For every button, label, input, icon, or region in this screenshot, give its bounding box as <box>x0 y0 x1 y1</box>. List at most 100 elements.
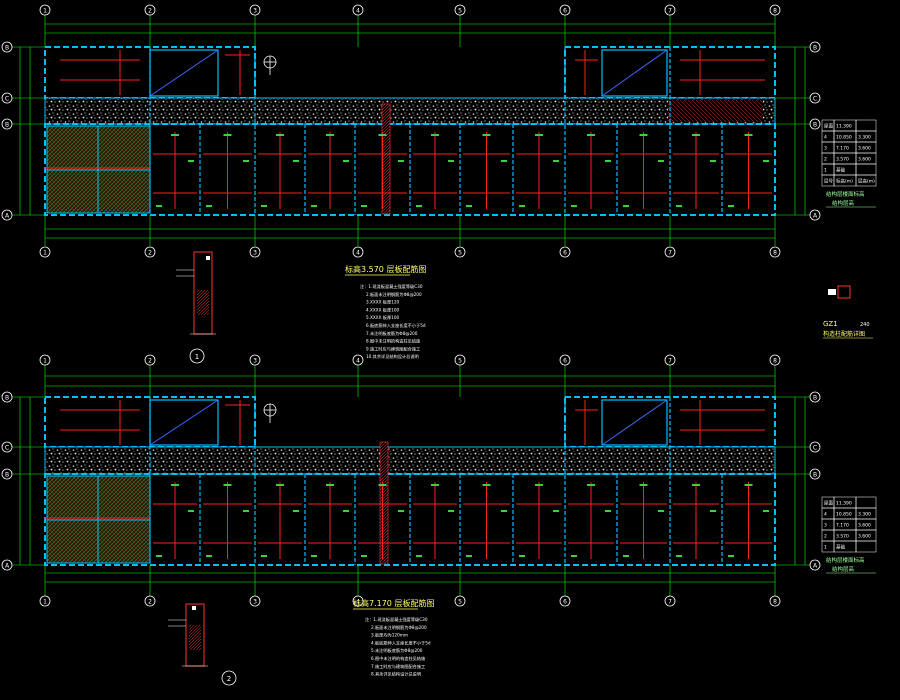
plan1-bottom-axis-label: 3 <box>253 250 257 257</box>
plan1-bottom-axis-label: 6 <box>563 250 567 257</box>
level-table-1-cell: 3.570 <box>836 157 849 163</box>
plan1-left-axis-bubble <box>1 118 13 130</box>
plan2-right-axis-label: B <box>813 472 817 479</box>
level-table-1-cell: 标高(m) <box>836 178 853 185</box>
level-table-2-cell: 1 <box>824 545 827 551</box>
plan2-right-axis-label: A <box>813 563 818 570</box>
plan1-left-axis-bubble <box>1 209 13 221</box>
level-table-1-cell: 7.170 <box>836 146 849 152</box>
level-table-1-subtitle: 结构层高 <box>832 199 855 207</box>
plan2-left-axis-bubble <box>1 468 13 480</box>
plan1-left-axis-label: B <box>5 122 9 129</box>
plan2-left-axis-label: B <box>5 395 9 402</box>
plan1-top-axis-label: 2 <box>148 8 152 15</box>
plan2-note-line: 6.图中未注明的构造柱见结施 <box>371 655 426 662</box>
plan2-right-axis-bubble <box>809 391 821 403</box>
plan1-bottom-axis-label: 2 <box>148 250 152 257</box>
plan1-note-line: 4.XXXX 板厚100 <box>366 306 400 313</box>
plan1-top-axis-label: 6 <box>563 8 567 15</box>
level-table-2-cell: 11.390 <box>836 501 852 507</box>
level-table-2-cell: 7.170 <box>836 523 849 529</box>
plan1-right-axis-label: C <box>813 96 817 103</box>
level-table-2-cell: 3.300 <box>858 512 871 518</box>
plan1-top-axis-label: 5 <box>458 8 462 15</box>
plan1-bottom-axis-bubble <box>249 246 261 258</box>
plan1-note-line: 9.施工时应与建筑图配合施工 <box>366 345 420 352</box>
plan1-note-line: 10.其余详见结构设计总说明 <box>366 353 419 360</box>
plan1-bottom-axis-bubble <box>144 246 156 258</box>
plan2-left-axis-bubble <box>1 391 13 403</box>
plan1-right-axis-label: A <box>813 213 818 220</box>
plan1-bottom-axis-bubble <box>454 246 466 258</box>
plan1-bottom-axis-label: 8 <box>773 250 777 257</box>
level-table-2-cell: 基础 <box>836 544 845 551</box>
level-table-2-cell: 3.600 <box>858 523 871 529</box>
plan2-note-line: 7.施工时应与建筑图配合施工 <box>371 663 425 670</box>
plan2-right-axis-bubble <box>809 441 821 453</box>
plan2-bottom-axis-label: 1 <box>43 599 47 606</box>
plan1-top-axis-bubble <box>39 4 51 16</box>
level-table-1-title: 结构层楼面标高 <box>826 190 865 198</box>
plan1-note-line: 2.板面未注明钢筋为Φ8@200 <box>366 291 422 298</box>
section-id-2: 2 <box>227 675 231 683</box>
plan2-left-axis-label: B <box>5 472 9 479</box>
level-table-2-cell: 3.570 <box>836 534 849 540</box>
plan1-right-axis-bubble <box>809 41 821 53</box>
plan1-bottom-axis-bubble <box>39 246 51 258</box>
plan2-note-line: 8.其余详见结构设计总说明 <box>371 671 421 678</box>
level-table-1-cell: 1 <box>824 168 827 174</box>
plan2-bottom-axis-bubble <box>559 595 571 607</box>
level-table-1-cell: 4 <box>824 135 827 141</box>
plan1-top-axis-label: 4 <box>356 8 360 15</box>
plan2-top-axis-bubble <box>39 354 51 366</box>
plan1-left-axis-bubble <box>1 92 13 104</box>
plan2-top-axis-bubble <box>664 354 676 366</box>
gz-caption: 构造柱配筋详图 <box>823 330 865 338</box>
level-table-1-cell: 基础 <box>836 167 845 174</box>
plan1-left-axis-bubble <box>1 41 13 53</box>
level-table-2-cell: 2 <box>824 534 827 540</box>
gz-label: GZ1 <box>823 320 838 328</box>
plan2-right-axis-bubble <box>809 468 821 480</box>
plan2-note-line: 5.未注明板底筋为Φ8@200 <box>371 647 423 654</box>
plan2-top-axis-label: 8 <box>773 358 777 365</box>
plan2-right-axis-label: B <box>813 395 817 402</box>
plan2-note-line: 注：1.现浇板混凝土强度等级C30 <box>365 616 428 623</box>
plan1-bottom-axis-bubble <box>769 246 781 258</box>
plan2-bottom-axis-label: 8 <box>773 599 777 606</box>
plan2-bottom-axis-label: 4 <box>356 599 360 606</box>
plan2-notes: 注：1.现浇板混凝土强度等级C302.板面未注明钢筋为Φ8@2003.板厚均为1… <box>365 616 431 678</box>
level-table-2-cell: 屋面 <box>824 501 833 507</box>
plan2-note-line: 3.板厚均为120mm <box>371 632 408 639</box>
plan1-bottom-axis-label: 7 <box>668 250 672 257</box>
plan2-top-axis-label: 5 <box>458 358 462 365</box>
plan2-top-axis-bubble <box>352 354 364 366</box>
plan2-bottom-axis-bubble <box>352 595 364 607</box>
plan2-bottom-axis-label: 6 <box>563 599 567 606</box>
plan1-note-line: 8.图中未注明的构造柱见结施 <box>366 338 421 345</box>
level-table-1-cell: 3.300 <box>858 135 871 141</box>
plan2-bottom-axis-bubble <box>39 595 51 607</box>
plan1-notes: 注：1.现浇板混凝土强度等级C302.板面未注明钢筋为Φ8@2003.XXXX … <box>360 283 426 360</box>
level-table-1-cell: 3.600 <box>858 157 871 163</box>
level-table-1-cell: 3 <box>824 146 827 152</box>
plan2-right-axis-bubble <box>809 559 821 571</box>
plan1-right-axis-bubble <box>809 118 821 130</box>
plan2-bottom-axis-bubble <box>144 595 156 607</box>
plan1-left-axis-label: C <box>5 96 9 103</box>
plan2-bottom-axis-label: 7 <box>668 599 672 606</box>
plan2-top-axis-bubble <box>144 354 156 366</box>
level-table-2-cell: 10.850 <box>836 512 852 518</box>
plan1-bottom-axis-bubble <box>559 246 571 258</box>
section-detail-1: 1 <box>176 251 216 364</box>
plan1-left-axis-label: B <box>5 45 9 52</box>
plan1-top-axis-bubble <box>144 4 156 16</box>
plan2-top-axis-label: 1 <box>43 358 47 365</box>
plan2-top-axis-bubble <box>559 354 571 366</box>
plan2-top-axis-label: 2 <box>148 358 152 365</box>
